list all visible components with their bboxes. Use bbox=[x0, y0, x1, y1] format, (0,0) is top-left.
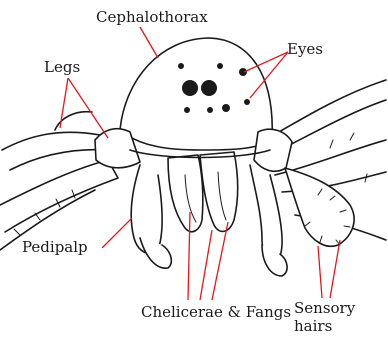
leader-pedipalp bbox=[102, 218, 132, 248]
leader-legs-1 bbox=[60, 78, 68, 128]
leader-cephalothorax bbox=[140, 27, 158, 58]
eye-mid-left bbox=[184, 107, 190, 113]
eye-large-right bbox=[201, 80, 217, 96]
leader-sensory-1 bbox=[318, 246, 322, 298]
label-legs: Legs bbox=[44, 58, 80, 76]
label-sensory-hairs: Sensory hairs bbox=[294, 299, 355, 335]
leg-right-upper bbox=[265, 80, 386, 140]
leader-sensory-2 bbox=[330, 240, 340, 298]
label-pedipalp: Pedipalp bbox=[22, 238, 88, 256]
leg-right-front bbox=[285, 168, 354, 246]
eye-side-far bbox=[244, 99, 250, 105]
label-chelicerae-fangs: Chelicerae & Fangs bbox=[141, 303, 291, 321]
eye-large-left bbox=[182, 80, 198, 96]
chelicera-left bbox=[168, 155, 203, 232]
eye-mid-right bbox=[207, 107, 213, 113]
chelicera-right bbox=[200, 152, 238, 231]
leader-chelicerae-2 bbox=[200, 230, 212, 300]
label-sensory-line1: Sensory bbox=[294, 299, 355, 317]
label-eyes: Eyes bbox=[287, 40, 323, 58]
label-cephalothorax: Cephalothorax bbox=[96, 8, 208, 26]
leg-left-middle bbox=[0, 160, 118, 232]
leader-chelicerae-3 bbox=[212, 222, 228, 300]
eye-small-top-left bbox=[178, 63, 184, 69]
leg-base-right bbox=[254, 129, 292, 171]
leg-left-hairs bbox=[14, 190, 75, 235]
eye-small-top-right bbox=[217, 63, 223, 69]
label-sensory-line2: hairs bbox=[294, 317, 355, 335]
cephalothorax-shape bbox=[120, 38, 272, 150]
leader-legs-2 bbox=[68, 78, 108, 138]
eye-lower-right bbox=[222, 104, 230, 112]
pedipalp-right bbox=[250, 165, 282, 258]
eye-side-right bbox=[239, 68, 247, 76]
